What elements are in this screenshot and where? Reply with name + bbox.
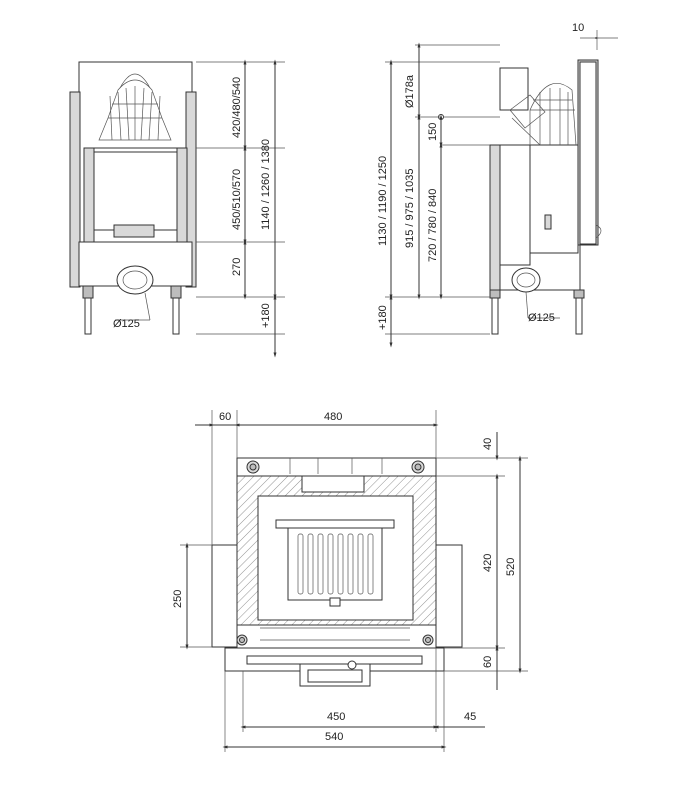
plan-grate [287,527,383,601]
side-dim-total: 1130 / 1190 / 1250 [377,156,389,246]
side-leg-left [491,297,499,335]
plan-dim-450: 450 [327,711,345,723]
front-foot-left [82,285,94,299]
plan-right-channel [434,544,463,648]
front-leg-right [172,297,180,335]
plan-grate-front [275,519,395,529]
plan-view: 60 480 40 420 60 520 250 450 [172,410,528,752]
plan-dim-540: 540 [325,731,343,743]
side-dim-top-offset: 10 [572,22,584,34]
side-foot-left [489,289,501,299]
front-dim-total: 1140 / 1260 / 1380 [260,139,272,230]
plan-dimensions: 60 480 40 420 60 520 250 450 [172,410,528,752]
side-dim-mid: 915 / 975 / 1035 [404,168,416,248]
plan-left-channel [211,544,241,648]
front-dimensions: 420/480/540 450/510/570 270 1140 / 1260 … [196,59,285,358]
side-dim-outlet-diameter: Ø178a [404,74,416,108]
plan-dim-45: 45 [464,711,476,723]
front-left-side [69,91,81,288]
plan-dim-40: 40 [482,438,494,450]
side-dim-low: 720 / 780 / 840 [427,189,439,262]
front-dim-middle: 450/510/570 [231,169,243,230]
side-dim-leg: +180 [377,305,389,330]
front-dome [98,73,172,141]
plan-dim-480: 480 [324,411,342,423]
plan-dim-420: 420 [482,554,494,572]
side-dim-150: 150 [427,123,439,141]
plan-grate-bars [297,533,374,595]
front-flue-diameter-label: Ø125 [113,318,140,330]
side-foot-right [573,289,585,299]
front-leg-left [84,297,92,335]
plan-top-vents [289,458,383,474]
plan-dim-60-top: 60 [219,411,231,423]
side-flue-diameter-label: Ø125 [528,312,555,324]
side-dome [529,82,577,146]
front-foot-right [170,285,182,299]
front-flue-outlet [116,265,154,295]
plan-dim-60-right: 60 [482,656,494,668]
front-dim-bottom: 270 [231,258,243,276]
side-door [529,144,579,254]
side-flue-pipe [499,67,529,111]
front-handle [113,224,155,238]
side-dimensions: Ø178a 150 720 / 780 / 840 915 / 975 / 10… [377,42,500,348]
side-view: Ø125 10 Ø178a 150 720 / 780 / 840 915 / … [377,22,618,348]
plan-dim-250: 250 [172,590,184,608]
front-view: Ø125 420/480/540 450/510/570 270 1140 / … [69,59,285,358]
front-dim-top: 420/480/540 [231,77,243,138]
front-dim-leg: +180 [260,303,272,328]
side-leg-right [575,297,583,335]
side-flue-outlet [511,267,541,293]
plan-dim-520: 520 [505,558,517,576]
